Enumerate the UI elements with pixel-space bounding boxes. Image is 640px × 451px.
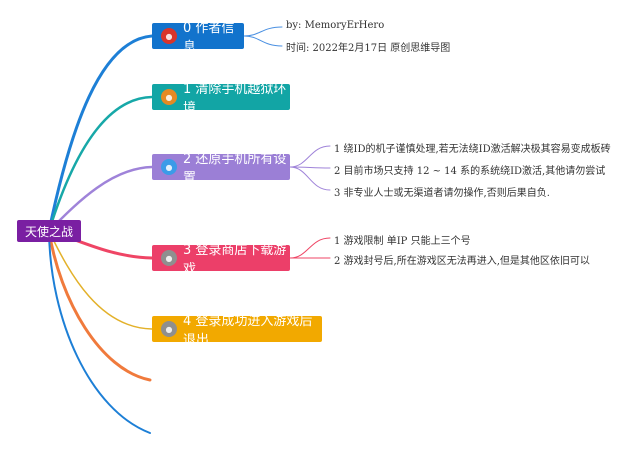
detail-connector-3-0 bbox=[289, 237, 331, 259]
detail-game-1: 1 游戏限制 单IP 只能上三个号 bbox=[334, 236, 471, 247]
priority-3-icon: ● bbox=[161, 159, 177, 175]
root-topic-label: 天使之战 bbox=[24, 224, 73, 239]
detail-author: by: MemoryErHero bbox=[286, 20, 385, 31]
priority-5-icon: ● bbox=[161, 321, 177, 337]
branch-connector-0 bbox=[47, 34, 154, 233]
detail-game-2: 2 游戏封号后,所在游戏区无法再进入,但是其他区依旧可以 bbox=[334, 256, 590, 267]
branch-connector-extra-0 bbox=[47, 229, 152, 382]
topic-login-exit[interactable]: ● 4 登录成功进入游戏后退出 bbox=[152, 314, 322, 348]
root-topic[interactable]: 天使之战 bbox=[17, 220, 81, 242]
detail-reset-2: 2 目前市场只支持 12 ~ 14 系的系统绕ID激活,其他请勿尝试 bbox=[334, 166, 606, 177]
detail-connector-0-1 bbox=[243, 35, 283, 47]
priority-4-icon: ● bbox=[161, 250, 177, 266]
branch-connector-extra-1 bbox=[48, 230, 151, 434]
branch-connector-1 bbox=[47, 95, 154, 233]
detail-connector-2-0 bbox=[289, 145, 331, 168]
topic-author-info[interactable]: ● 0 作者信息 bbox=[152, 21, 244, 55]
topic-label: 0 作者信息 bbox=[183, 21, 235, 55]
priority-1-icon: ● bbox=[161, 28, 177, 44]
detail-time: 时间: 2022年2月17日 原创思维导图 bbox=[286, 43, 451, 54]
topic-label: 1 清除手机越狱环境 bbox=[183, 82, 287, 116]
detail-connector-0-0 bbox=[243, 26, 283, 37]
topic-reset-settings[interactable]: ● 2 还原手机所有设置 bbox=[152, 152, 290, 186]
detail-reset-3: 3 非专业人士或无渠道者请勿操作,否则后果自负. bbox=[334, 188, 550, 199]
topic-label: 4 登录成功进入游戏后退出 bbox=[183, 314, 313, 348]
topic-clear-jailbreak[interactable]: ● 1 清除手机越狱环境 bbox=[152, 82, 290, 116]
branch-connector-4 bbox=[48, 230, 153, 330]
topic-label: 2 还原手机所有设置 bbox=[183, 152, 287, 186]
priority-2-icon: ● bbox=[161, 89, 177, 105]
detail-reset-1: 1 绕ID的机子谨慎处理,若无法绕ID激活解决极其容易变成板砖 bbox=[334, 144, 611, 155]
topic-download-game[interactable]: ● 3 登录商店下载游戏 bbox=[152, 243, 290, 277]
detail-connector-2-2 bbox=[289, 166, 331, 191]
topic-label: 3 登录商店下载游戏 bbox=[183, 243, 287, 277]
